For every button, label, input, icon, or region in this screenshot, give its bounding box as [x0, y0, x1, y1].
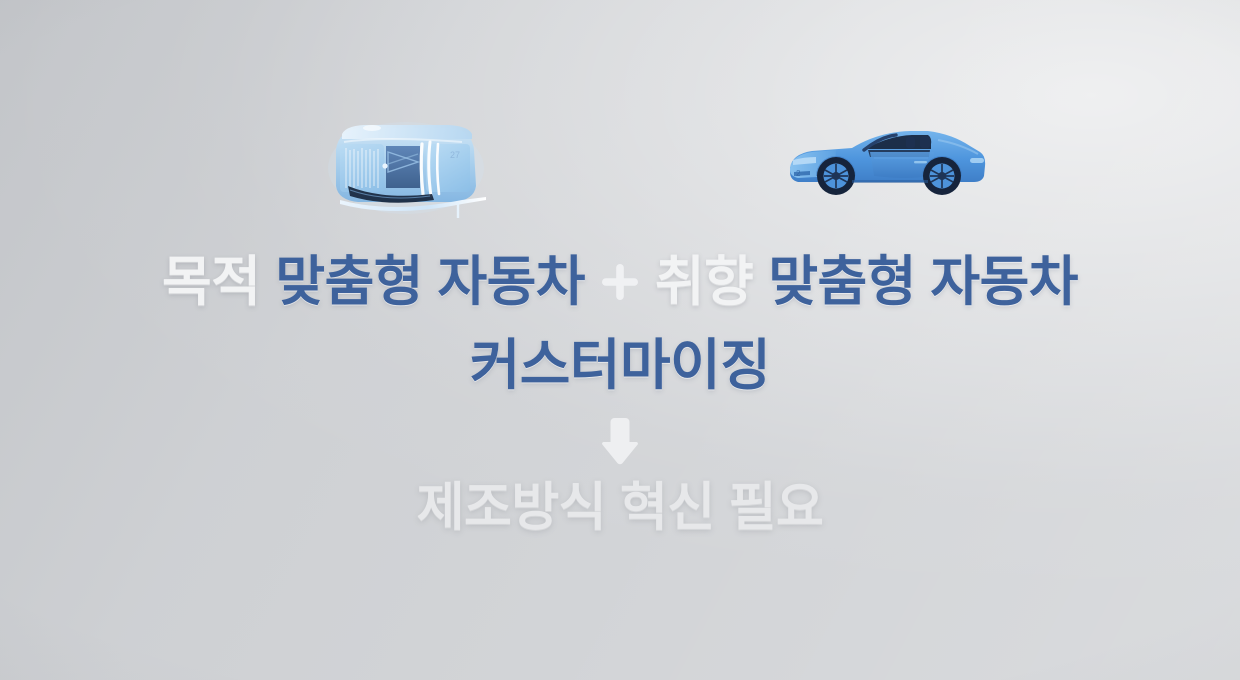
customizing-row: 커스터마이징: [0, 330, 1240, 400]
down-arrow-icon: [598, 416, 642, 466]
conclusion-label: 제조방식 혁신 필요: [416, 479, 824, 537]
headline-taste-label: 취향: [655, 252, 754, 312]
message-stack: 목적 맞춤형 자동차 취향 맞춤형 자동차 커스터마이징: [0, 246, 1240, 542]
plus-icon: [599, 261, 641, 303]
rear-wheel: [923, 157, 961, 195]
conclusion-row: 제조방식 혁신 필요: [0, 474, 1240, 542]
headline-taste-vehicle-label: 맞춤형 자동차: [768, 252, 1078, 312]
front-wheel: [817, 157, 855, 195]
customizing-label: 커스터마이징: [469, 333, 771, 396]
headline-purpose-label: 목적: [162, 252, 261, 312]
pbv-badge-number: 27: [450, 150, 460, 160]
purpose-built-vehicle-illustration: 27: [322, 108, 490, 220]
sports-car-illustration: 2: [782, 116, 992, 204]
vehicle-illustration-row: 27: [0, 0, 1240, 232]
arrow-row: [0, 414, 1240, 468]
headline-row: 목적 맞춤형 자동차 취향 맞춤형 자동차: [0, 246, 1240, 318]
svg-text:2: 2: [796, 169, 801, 178]
headline-purpose-vehicle-label: 맞춤형 자동차: [275, 252, 585, 312]
